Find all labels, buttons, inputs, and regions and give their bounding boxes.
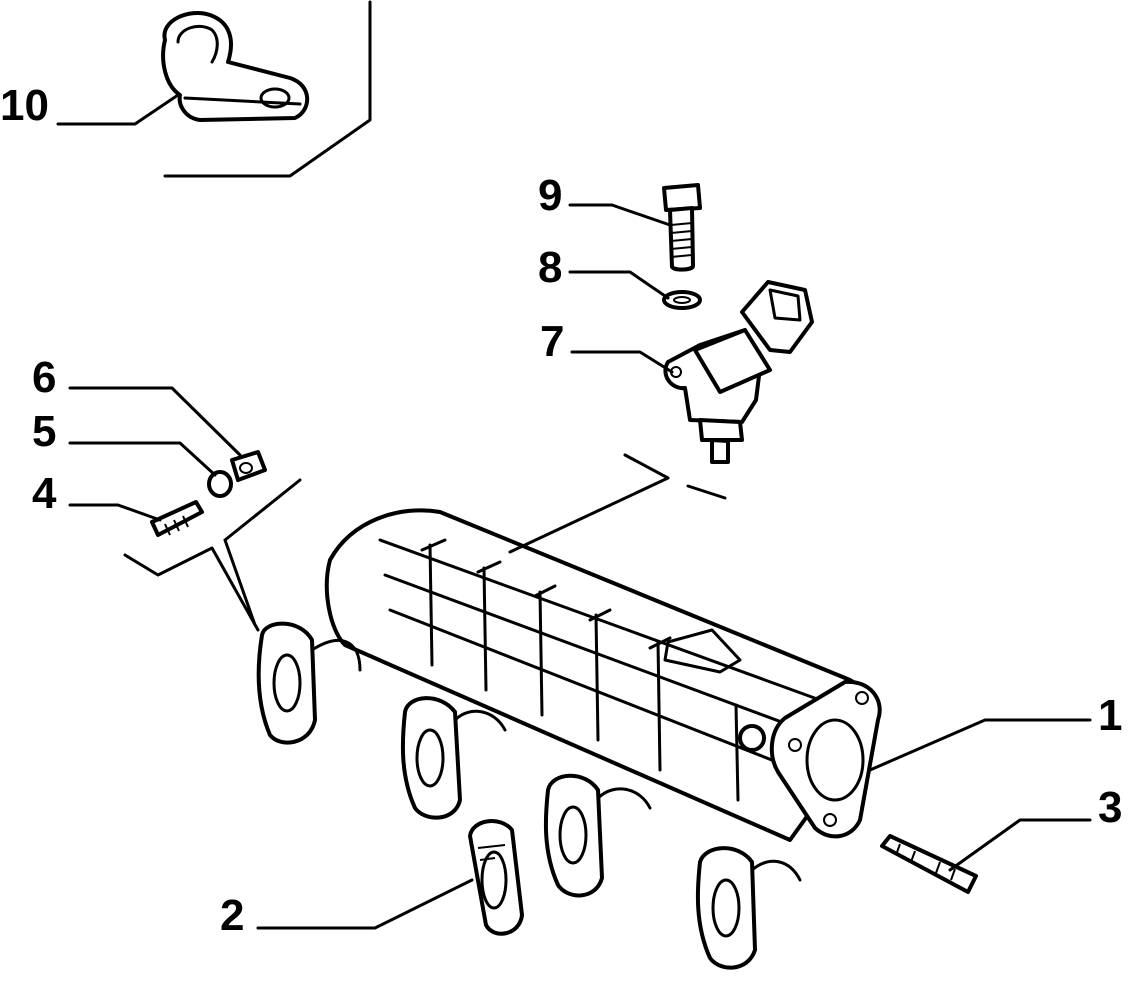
callout-1: 1	[1098, 691, 1122, 740]
part-3-stud	[880, 834, 978, 894]
guide-studs-to-flange	[123, 478, 302, 632]
leader-8	[568, 270, 670, 300]
part-10-pipe-clip	[161, 11, 310, 122]
callout-6: 6	[32, 353, 56, 402]
leader-10	[56, 93, 180, 126]
leader-2	[256, 878, 474, 930]
leader-9	[568, 203, 672, 227]
callout-3: 3	[1098, 783, 1122, 832]
inset-frame-line	[163, 0, 372, 178]
part-4-stud	[150, 500, 204, 537]
leader-lines	[56, 93, 1092, 930]
callout-5: 5	[32, 407, 56, 456]
callout-labels: 1 2 3 4 5 6 7 8 9 10	[0, 81, 1122, 940]
part-9-bolt	[662, 183, 702, 272]
callout-10: 10	[0, 81, 49, 130]
leader-1	[868, 718, 1092, 772]
callout-2: 2	[220, 891, 244, 940]
part-1-exhaust-manifold	[256, 508, 882, 970]
part-7-sensor	[663, 280, 814, 464]
callout-8: 8	[538, 243, 562, 292]
callout-7: 7	[540, 317, 564, 366]
leader-5	[68, 441, 217, 477]
part-8-washer	[662, 290, 702, 310]
part-5-washer	[207, 470, 233, 498]
guide-sensor-to-manifold	[508, 453, 727, 554]
leader-4	[68, 503, 162, 522]
callout-9: 9	[538, 171, 562, 220]
callout-4: 4	[32, 469, 57, 518]
part-6-nut	[230, 450, 267, 482]
leader-6	[68, 386, 242, 457]
part-2-gasket	[468, 819, 524, 936]
leader-7	[570, 350, 674, 374]
leader-3	[948, 818, 1092, 872]
